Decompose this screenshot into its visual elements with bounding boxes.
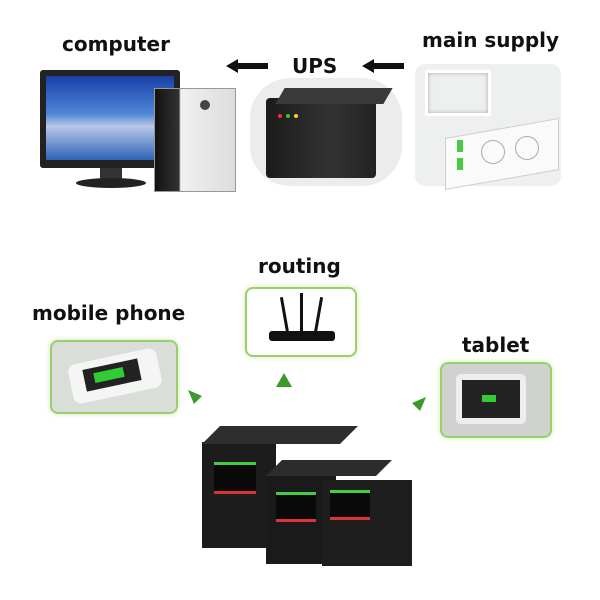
arrow-left-icon xyxy=(226,59,268,73)
arrow-green-icon xyxy=(412,397,426,411)
computer-image xyxy=(40,70,236,192)
label-ups: UPS xyxy=(292,54,338,78)
arrow-left-icon xyxy=(362,59,404,73)
arrow-green-icon xyxy=(276,373,292,387)
label-mobile-phone: mobile phone xyxy=(32,301,186,325)
router-image xyxy=(245,287,357,357)
ups-units-image xyxy=(190,418,418,568)
label-routing: routing xyxy=(258,254,341,278)
tablet-image xyxy=(440,362,552,438)
label-main-supply: main supply xyxy=(422,28,560,52)
power-strip-image xyxy=(415,64,561,191)
label-computer: computer xyxy=(62,32,170,56)
mobile-phone-image xyxy=(50,340,178,414)
arrow-green-icon xyxy=(188,390,202,404)
ups-image xyxy=(250,78,402,186)
label-tablet: tablet xyxy=(462,333,530,357)
